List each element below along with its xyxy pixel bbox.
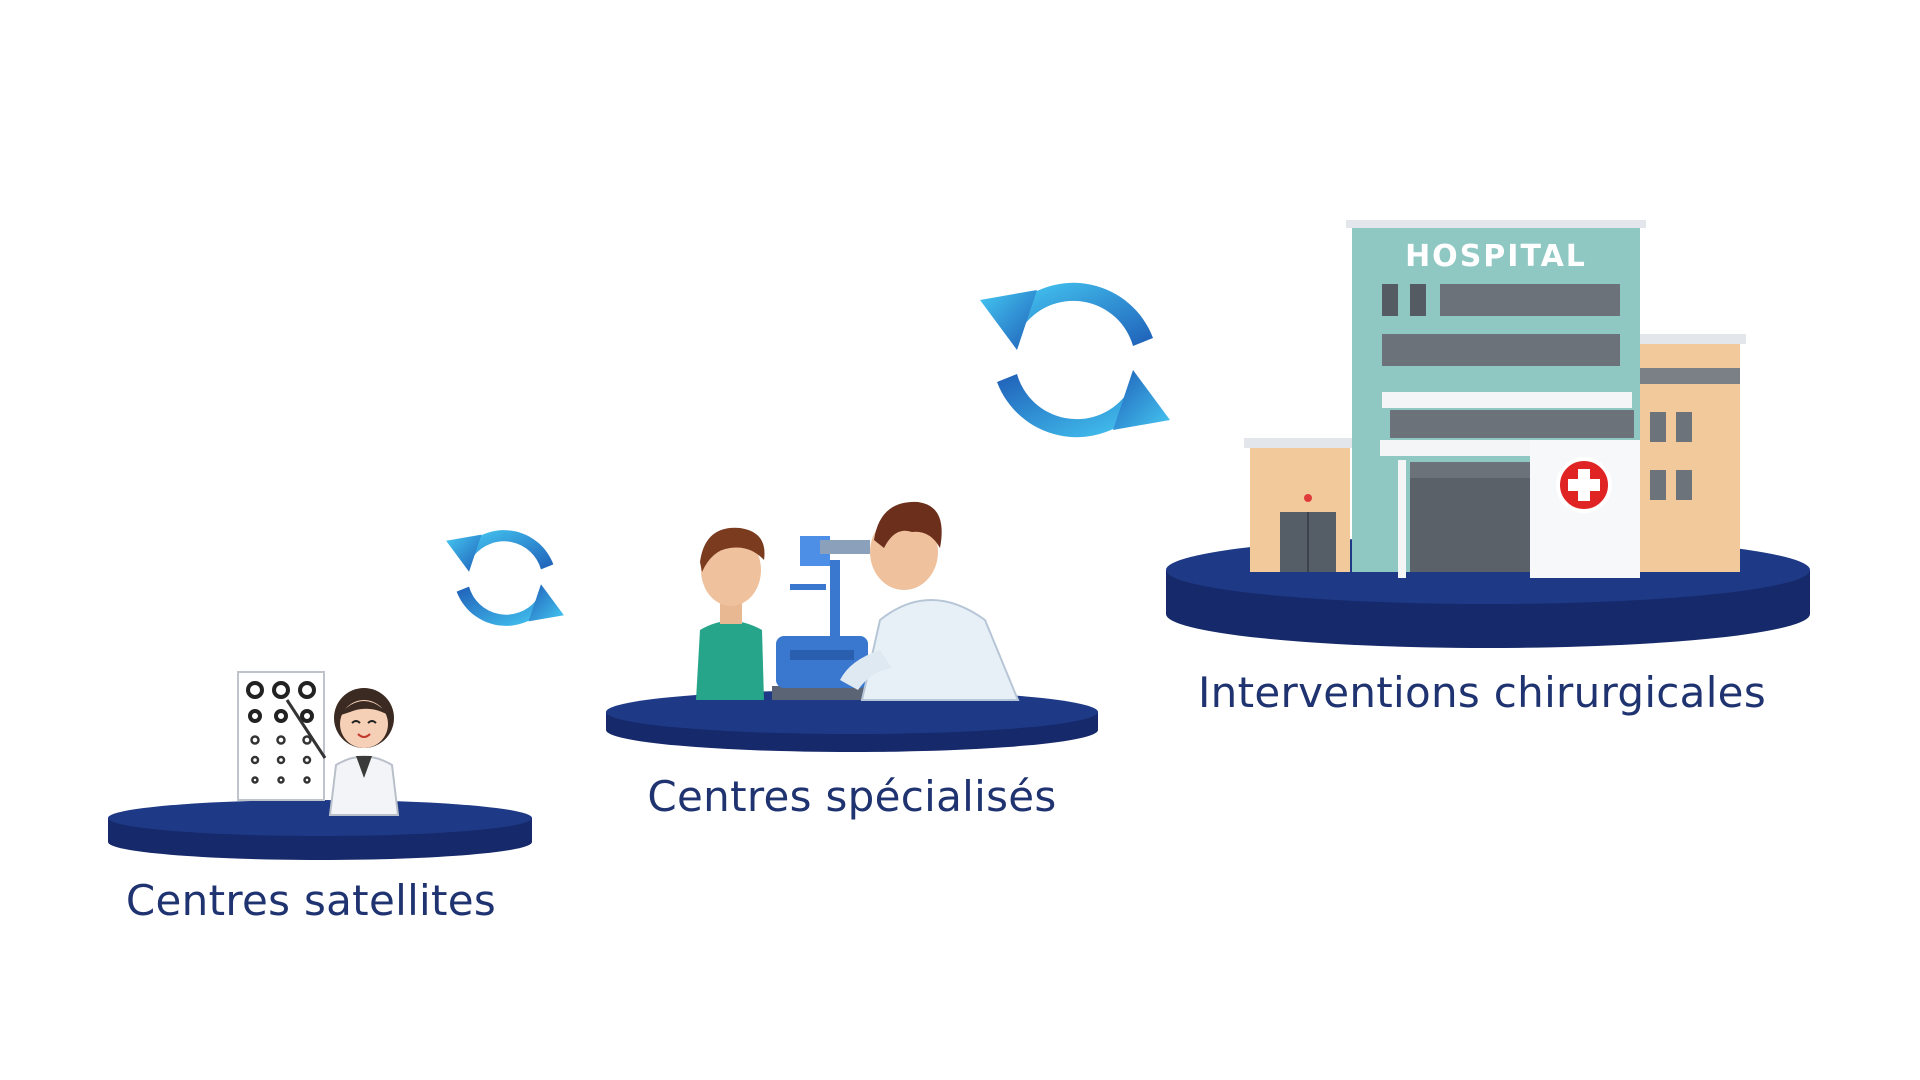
cycle-arrows-icon (446, 530, 564, 626)
stage-label-specialized: Centres spécialisés (647, 772, 1057, 821)
ophthalmologist-icon (840, 501, 1020, 701)
stage-label-surgery: Interventions chirurgicales (1197, 668, 1767, 717)
hospital-building-icon: HOSPITAL (1244, 220, 1746, 578)
ophthalmologist-icon (285, 688, 400, 816)
cycle-arrows-icon (980, 282, 1170, 438)
platform-satellite (108, 800, 532, 860)
stage-label-satellite: Centres satellites (125, 876, 497, 925)
red-cross-icon (1568, 469, 1600, 501)
eye-chart-icon (237, 671, 325, 801)
hospital-sign: HOSPITAL (1405, 239, 1587, 274)
patient-boy-icon (696, 527, 765, 700)
